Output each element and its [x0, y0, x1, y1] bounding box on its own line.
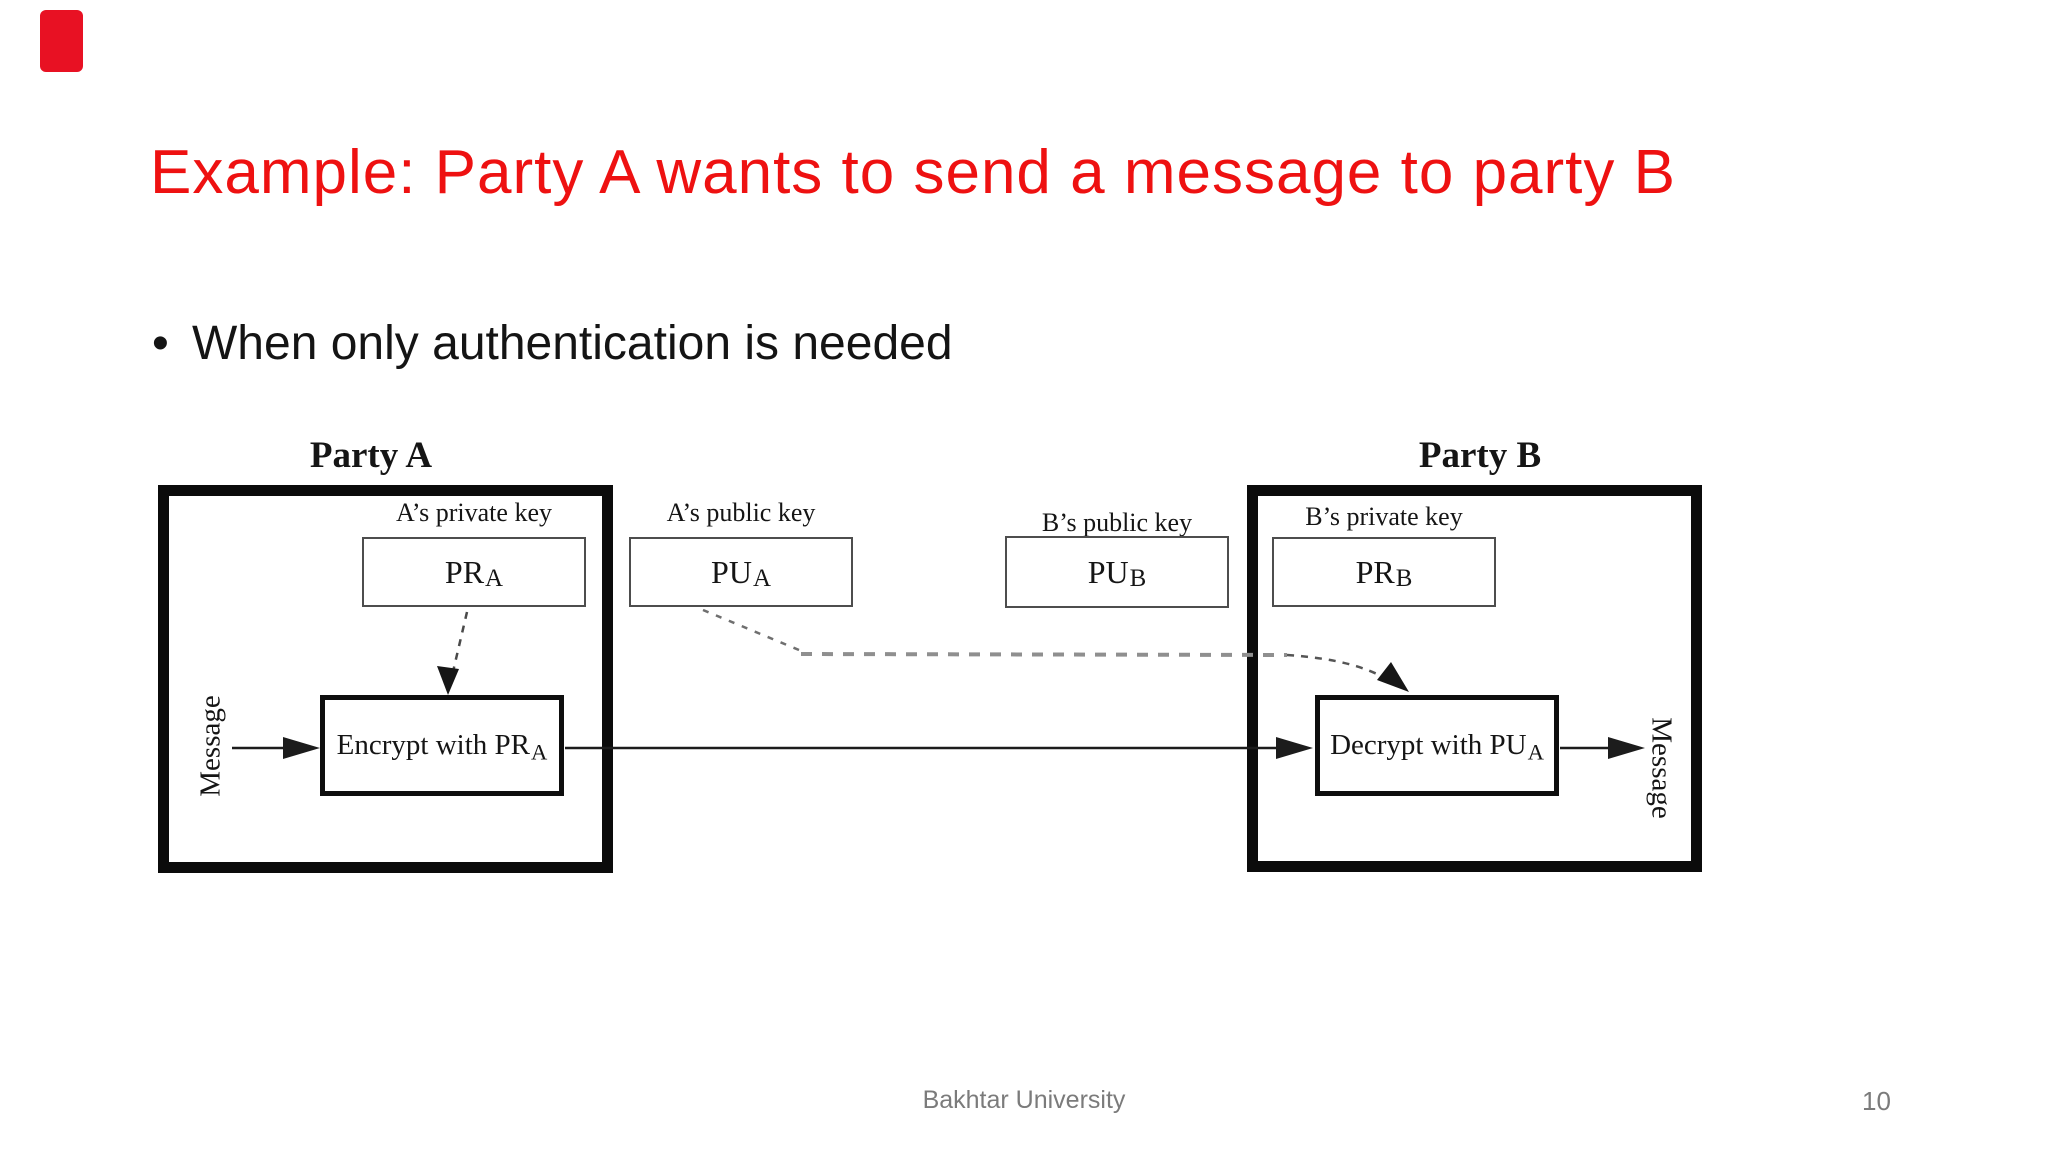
key-value-subscript: B	[1129, 564, 1147, 592]
encrypt-label: Encrypt with PR	[336, 729, 530, 761]
decrypt-label: Decrypt with PU	[1330, 729, 1527, 761]
slide-corner-marker	[40, 10, 83, 72]
key-value: PU	[711, 553, 752, 590]
message-label-right: Message	[1645, 717, 1678, 819]
slide-title: Example: Party A wants to send a message…	[150, 138, 1676, 207]
footer-text: Bakhtar University	[922, 1086, 1126, 1114]
encrypt-label-subscript: A	[531, 738, 548, 764]
bullet-glyph: •	[152, 317, 169, 370]
party-a-label: Party A	[309, 435, 433, 476]
decrypt-label-subscript: A	[1527, 738, 1544, 764]
key-value: PU	[1087, 553, 1129, 590]
party-b-box	[1247, 485, 1702, 872]
bullet-text: When only authentication is needed	[192, 317, 953, 370]
key-caption-b-public: B’s public key	[1041, 508, 1193, 537]
key-value: PR	[1355, 553, 1395, 590]
key-caption-a-private: A’s private key	[396, 498, 552, 527]
party-b-label: Party B	[1418, 435, 1542, 476]
party-a-box	[158, 485, 613, 873]
key-caption-b-private: B’s private key	[1305, 502, 1463, 531]
page-number: 10	[1862, 1086, 1891, 1116]
key-value: PR	[444, 553, 485, 590]
key-caption-a-public: A’s public key	[666, 498, 816, 527]
bullet-line: • When only authentication is needed	[152, 316, 1652, 371]
key-value-subscript: B	[1395, 564, 1413, 592]
message-label-left: Message	[194, 695, 227, 797]
key-value-subscript: A	[752, 564, 771, 592]
key-value-subscript: A	[485, 564, 504, 592]
